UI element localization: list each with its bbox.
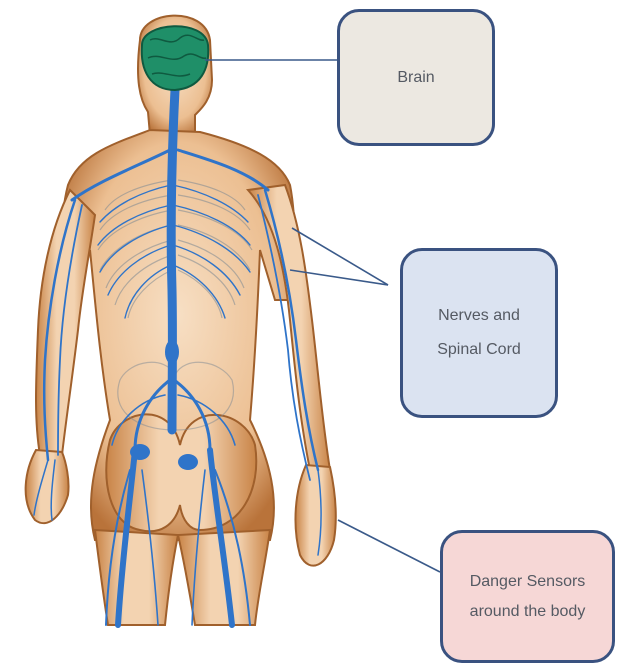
sensors-label: Danger Sensors around the body — [470, 567, 586, 626]
brain-shape — [142, 26, 208, 90]
brain-label-box: Brain — [337, 9, 495, 146]
sensors-leader-line — [338, 520, 440, 572]
right-hand — [295, 465, 335, 566]
nerves-label-box: Nerves and Spinal Cord — [400, 248, 558, 418]
brain-label: Brain — [397, 61, 434, 95]
sensors-label-box: Danger Sensors around the body — [440, 530, 615, 663]
nerves-label: Nerves and Spinal Cord — [437, 299, 521, 366]
